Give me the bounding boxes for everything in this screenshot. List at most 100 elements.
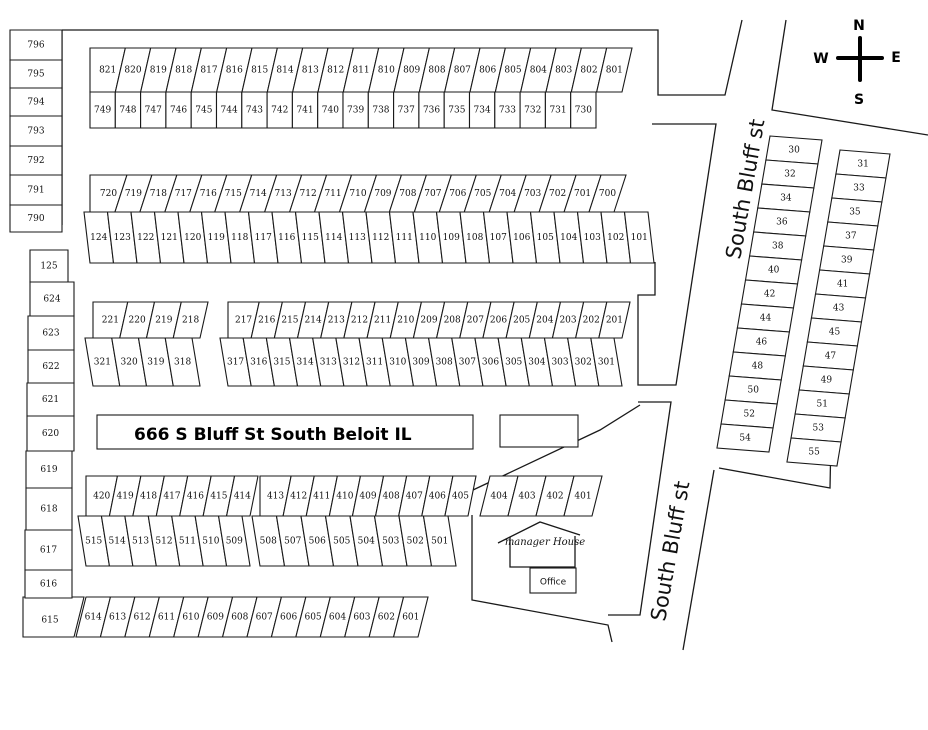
lot-label: 55 [808, 448, 820, 458]
lot-48[interactable]: 48 [728, 351, 786, 381]
lot-735[interactable]: 735 [443, 91, 471, 129]
lot-622[interactable]: 622 [27, 349, 75, 384]
lot-label: 810 [378, 66, 395, 76]
lot-125[interactable]: 125 [29, 249, 69, 283]
lot-40[interactable]: 40 [744, 255, 803, 285]
lot-label: 603 [353, 613, 370, 623]
lot-41[interactable]: 41 [814, 269, 871, 299]
lot-795[interactable]: 795 [9, 59, 63, 89]
lot-746[interactable]: 746 [165, 91, 192, 129]
lot-740[interactable]: 740 [317, 91, 344, 129]
lot-label: 606 [280, 613, 297, 623]
lot-801[interactable]: 801 [595, 47, 633, 93]
lot-47[interactable]: 47 [802, 341, 859, 371]
lot-52[interactable]: 52 [720, 399, 778, 429]
lot-501[interactable]: 501 [422, 515, 457, 567]
lot-50[interactable]: 50 [724, 375, 782, 405]
lot-label: 307 [459, 358, 476, 368]
lot-749[interactable]: 749 [89, 91, 116, 129]
lot-36[interactable]: 36 [753, 207, 811, 237]
lot-31[interactable]: 31 [835, 149, 891, 179]
lot-623[interactable]: 623 [27, 315, 75, 351]
lot-741[interactable]: 741 [291, 91, 319, 129]
lot-37[interactable]: 37 [823, 221, 879, 251]
lot-label: 50 [748, 386, 760, 396]
lot-53[interactable]: 53 [790, 413, 846, 443]
lot-791[interactable]: 791 [9, 174, 63, 206]
lot-401[interactable]: 401 [563, 475, 603, 517]
lot-label: 707 [424, 189, 441, 199]
compass-e: E [891, 50, 901, 66]
lot-509[interactable]: 509 [217, 515, 251, 567]
lot-790[interactable]: 790 [9, 204, 63, 233]
lot-616[interactable]: 616 [24, 569, 73, 599]
lot-737[interactable]: 737 [393, 91, 420, 129]
lot-738[interactable]: 738 [367, 91, 395, 129]
lot-label: 217 [235, 316, 252, 326]
lot-label: 37 [845, 232, 857, 242]
lot-218[interactable]: 218 [172, 301, 209, 339]
lot-54[interactable]: 54 [716, 423, 774, 453]
lot-44[interactable]: 44 [736, 303, 795, 333]
lot-35[interactable]: 35 [827, 197, 883, 227]
lot-32[interactable]: 32 [761, 159, 819, 189]
lot-label: 801 [606, 66, 623, 76]
lot-label: 105 [537, 233, 554, 243]
lot-39[interactable]: 39 [818, 245, 875, 275]
lot-739[interactable]: 739 [342, 91, 369, 129]
lot-label: 802 [580, 66, 597, 76]
lot-label: 125 [40, 262, 57, 272]
lot-301[interactable]: 301 [590, 337, 623, 387]
lot-label: 110 [419, 233, 436, 243]
lot-624[interactable]: 624 [29, 281, 75, 317]
lot-label: 507 [284, 537, 301, 547]
lot-734[interactable]: 734 [468, 91, 496, 129]
lot-618[interactable]: 618 [25, 487, 73, 531]
lot-732[interactable]: 732 [519, 91, 546, 129]
lot-label: 618 [40, 505, 57, 515]
lot-736[interactable]: 736 [418, 91, 445, 129]
lot-414[interactable]: 414 [225, 475, 259, 517]
lot-34[interactable]: 34 [757, 183, 815, 213]
lot-201[interactable]: 201 [598, 301, 631, 339]
lot-38[interactable]: 38 [748, 231, 807, 261]
lot-619[interactable]: 619 [25, 450, 73, 489]
lot-label: 304 [528, 358, 545, 368]
lot-55[interactable]: 55 [786, 437, 842, 467]
lot-label: 48 [752, 362, 764, 372]
lot-792[interactable]: 792 [9, 145, 63, 176]
lot-33[interactable]: 33 [831, 173, 887, 203]
lot-101[interactable]: 101 [623, 211, 655, 264]
lot-747[interactable]: 747 [140, 91, 167, 129]
lot-318[interactable]: 318 [164, 337, 201, 387]
lot-617[interactable]: 617 [24, 529, 73, 571]
lot-744[interactable]: 744 [215, 91, 243, 129]
lot-46[interactable]: 46 [732, 327, 791, 357]
lot-405[interactable]: 405 [444, 475, 477, 517]
lot-51[interactable]: 51 [794, 389, 850, 419]
lot-621[interactable]: 621 [26, 382, 75, 417]
lot-794[interactable]: 794 [9, 87, 63, 117]
lot-42[interactable]: 42 [740, 279, 799, 309]
lot-731[interactable]: 731 [544, 91, 572, 129]
lot-label: 301 [598, 358, 615, 368]
lot-742[interactable]: 742 [266, 91, 293, 129]
lot-49[interactable]: 49 [798, 365, 854, 395]
lot-793[interactable]: 793 [9, 115, 63, 147]
lot-796[interactable]: 796 [9, 29, 63, 61]
lot-748[interactable]: 748 [114, 91, 142, 129]
lot-730[interactable]: 730 [570, 91, 597, 129]
lot-label: 794 [27, 98, 44, 108]
lot-label: 813 [302, 66, 319, 76]
lot-30[interactable]: 30 [765, 135, 823, 165]
lot-745[interactable]: 745 [190, 91, 218, 129]
lot-43[interactable]: 43 [810, 293, 867, 323]
lot-601[interactable]: 601 [392, 596, 429, 638]
lot-45[interactable]: 45 [806, 317, 863, 347]
lot-label: 814 [276, 66, 293, 76]
lot-label: 510 [202, 537, 219, 547]
lot-733[interactable]: 733 [494, 91, 521, 129]
lot-743[interactable]: 743 [241, 91, 268, 129]
lot-615[interactable]: 615 [22, 596, 85, 638]
lot-620[interactable]: 620 [26, 415, 75, 452]
